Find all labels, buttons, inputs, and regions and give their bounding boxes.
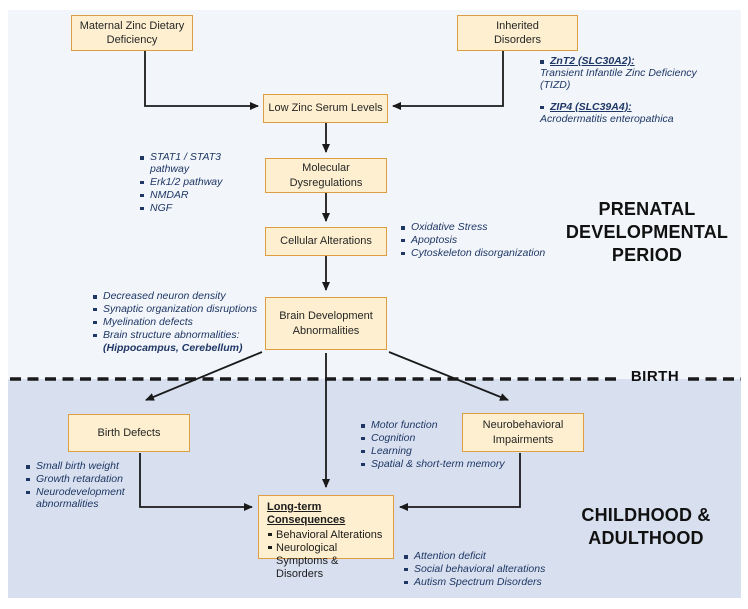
list-item: Erk1/2 pathway (140, 176, 262, 189)
long-term-item: Neurological Symptoms & Disorders (267, 542, 386, 581)
gene-name: ZnT2 (SLC30A2): (540, 55, 712, 68)
list-item: Cognition (361, 432, 521, 445)
gene-entry: ZnT2 (SLC30A2): Transient Infantile Zinc… (540, 55, 712, 92)
brain-structures-note: (Hippocampus, Cerebellum) (103, 341, 243, 354)
birth-label: BIRTH (630, 368, 680, 385)
list-item: Small birth weight (26, 460, 156, 473)
box-brain-development-abnormalities: Brain Development Abnormalities (265, 297, 387, 350)
gene-name: ZIP4 (SLC39A4): (540, 101, 712, 114)
list-item: Myelination defects (93, 316, 268, 329)
annotation-long-term-outcomes: Attention deficit Social behavioral alte… (404, 550, 574, 590)
list-item: Oxidative Stress (401, 221, 556, 234)
list-item: Social behavioral alterations (404, 563, 574, 576)
list-item: Cytoskeleton disorganization (401, 247, 556, 260)
list-item: Motor function (361, 419, 521, 432)
annotation-neurobehavioral-domains: Motor function Cognition Learning Spatia… (361, 419, 521, 472)
list-item: NMDAR (140, 189, 262, 202)
prenatal-period-label: PRENATAL DEVELOPMENTAL PERIOD (565, 199, 729, 266)
annotation-molecular-pathways: STAT1 / STAT3 pathway Erk1/2 pathway NMD… (140, 151, 262, 216)
list-item: Attention deficit (404, 550, 574, 563)
annotation-inherited-genes: ZnT2 (SLC30A2): Transient Infantile Zinc… (540, 55, 712, 136)
gene-description: Transient Infantile Zinc Deficiency (TIZ… (540, 66, 697, 91)
long-term-title: Long-term Consequences (267, 501, 346, 526)
box-maternal-zinc-deficiency: Maternal Zinc Dietary Deficiency (71, 15, 193, 51)
childhood-adulthood-label: CHILDHOOD & ADULTHOOD (581, 505, 711, 549)
gene-entry: ZIP4 (SLC39A4): Acrodermatitis enteropat… (540, 101, 712, 126)
box-neurobehavioral-impairments: Neurobehavioral Impairments (462, 413, 584, 452)
list-item: Autism Spectrum Disorders (404, 576, 574, 589)
annotation-birth-defect-signs: Small birth weight Growth retardation Ne… (26, 460, 156, 512)
list-item: Decreased neuron density (93, 290, 268, 303)
list-item: STAT1 / STAT3 pathway (140, 151, 262, 176)
box-cellular-alterations: Cellular Alterations (265, 227, 387, 256)
box-molecular-dysregulations: Molecular Dysregulations (265, 158, 387, 193)
list-item: Learning (361, 445, 521, 458)
list-item: Neurodevelopment abnormalities (26, 486, 156, 511)
gene-description: Acrodermatitis enteropathica (540, 112, 674, 125)
box-long-term-consequences: Long-term Consequences Behavioral Altera… (258, 495, 394, 580)
list-item: NGF (140, 202, 262, 215)
box-low-zinc-serum-levels: Low Zinc Serum Levels (263, 94, 388, 123)
long-term-item: Behavioral Alterations (267, 529, 386, 542)
annotation-brain-effects: Decreased neuron density Synaptic organi… (93, 290, 268, 355)
box-inherited-disorders: Inherited Disorders (457, 15, 578, 51)
list-item: Apoptosis (401, 234, 556, 247)
list-item: Growth retardation (26, 473, 156, 486)
box-birth-defects: Birth Defects (68, 414, 190, 452)
annotation-cellular-effects: Oxidative Stress Apoptosis Cytoskeleton … (401, 221, 556, 261)
list-item: Spatial & short-term memory (361, 458, 521, 471)
list-item: Brain structure abnormalities: (93, 329, 268, 342)
list-item: Synaptic organization disruptions (93, 303, 268, 316)
